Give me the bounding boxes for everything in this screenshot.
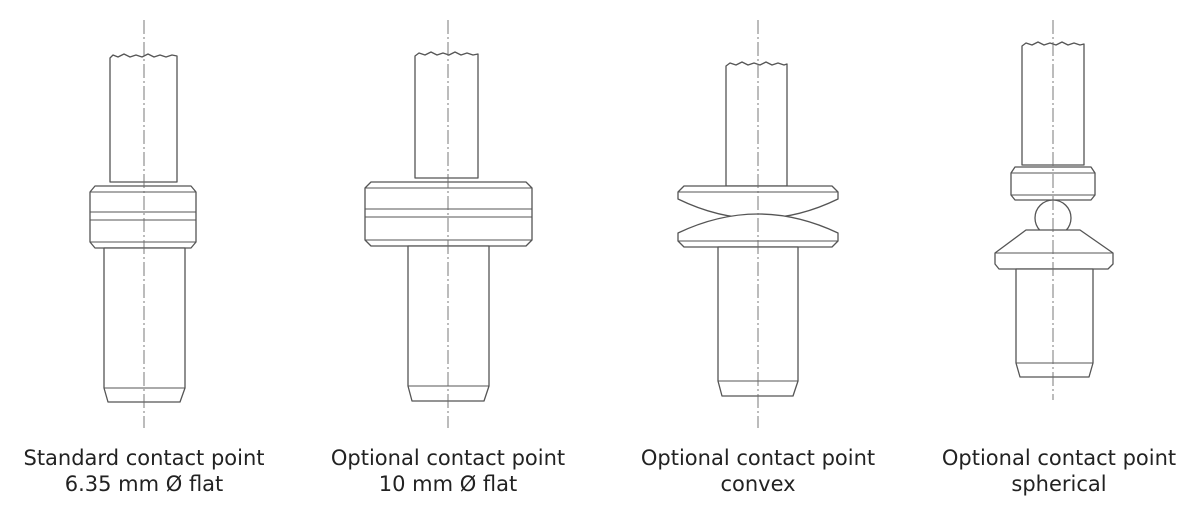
- caption-flat-10mm: Optional contact point 10 mm Ø flat: [325, 445, 571, 497]
- contact-stem: [1015, 268, 1094, 378]
- drawing-flat-10mm: [364, 20, 533, 428]
- caption-line-2: 10 mm Ø flat: [378, 472, 518, 496]
- shaft-upper: [109, 53, 178, 183]
- cone-base: [994, 229, 1114, 270]
- caption-line-1: Optional contact point: [640, 446, 876, 470]
- shaft-upper: [414, 51, 479, 179]
- contact-stem: [103, 247, 186, 403]
- drawing-spherical: [994, 20, 1114, 400]
- contact-stem: [407, 245, 490, 402]
- shaft-upper: [725, 61, 788, 187]
- collar: [364, 181, 533, 247]
- caption-line-2: spherical: [1011, 472, 1107, 496]
- caption-standard: Standard contact point 6.35 mm Ø flat: [21, 445, 267, 497]
- caption-line-1: Standard contact point: [23, 446, 265, 470]
- caption-line-2: convex: [720, 472, 796, 496]
- caption-convex: Optional contact point convex: [635, 445, 881, 497]
- caption-line-1: Optional contact point: [941, 446, 1177, 470]
- caption-line-1: Optional contact point: [330, 446, 566, 470]
- collar: [89, 185, 197, 249]
- drawing-convex: [677, 20, 839, 428]
- caption-spherical: Optional contact point spherical: [936, 445, 1182, 497]
- caption-line-2: 6.35 mm Ø flat: [64, 472, 224, 496]
- drawing-standard-flat: [89, 20, 197, 428]
